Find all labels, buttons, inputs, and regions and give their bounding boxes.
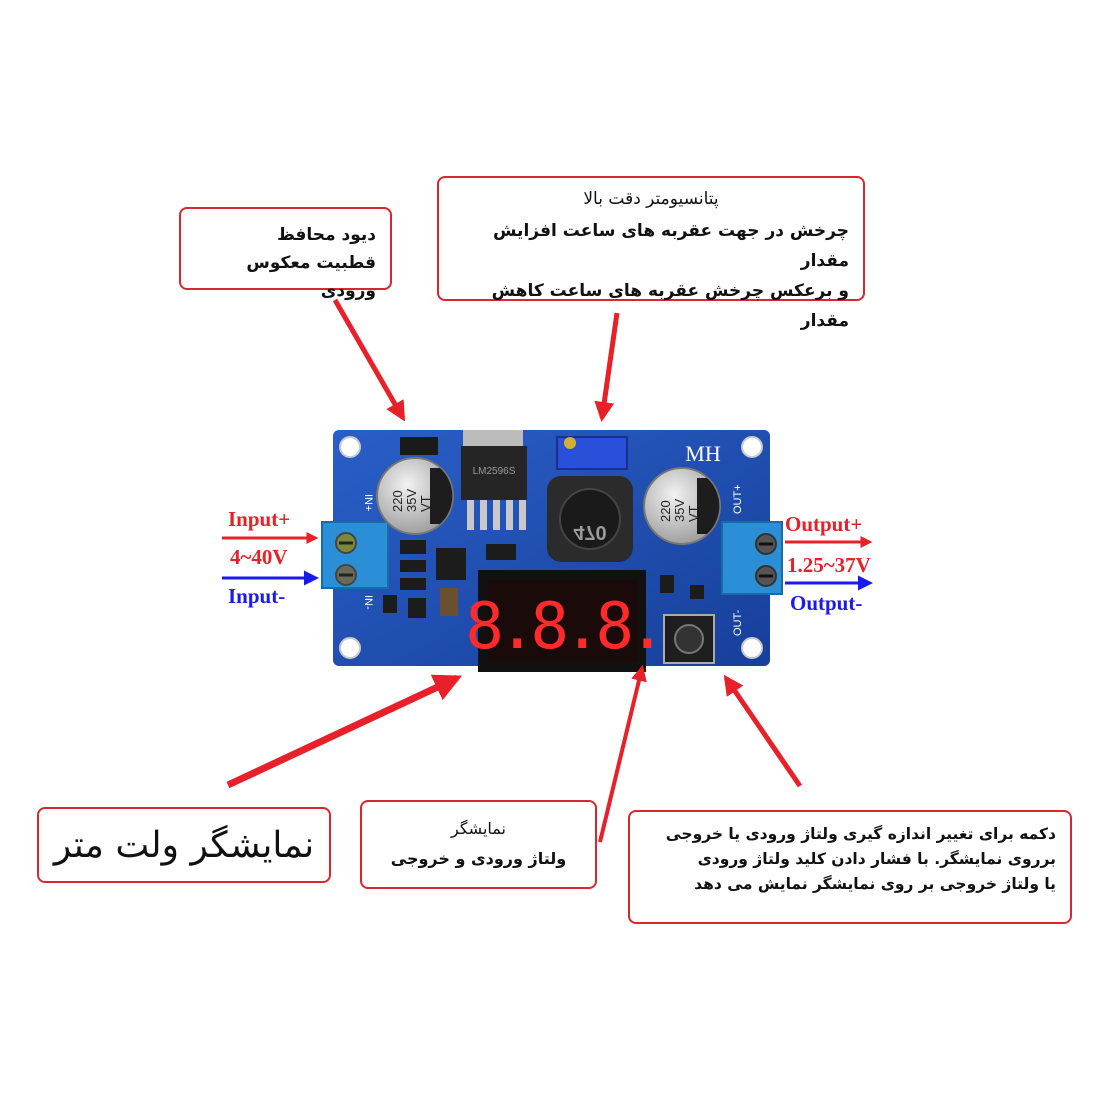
board-label-in-minus: IN- [362,595,374,610]
input-minus-label: Input- [228,584,286,608]
callout-display-title: نمایشگر [451,819,506,838]
callout-voltmeter: نمایشگر ولت متر [37,807,331,883]
input-range-label: 4~40V [230,545,288,569]
board-label-out-minus: OUT- [732,609,744,636]
input-plus-label: Input+ [228,507,291,531]
callout-diode-line2: قطبیت معکوس ورودی [246,253,376,301]
cap-left-text-1: 220 [390,490,405,512]
protection-diode [400,437,438,455]
cap-right-text-3: VT [686,505,701,522]
callout-button-line2: برروی نمایشگر. با فشار دادن کلید ولتاژ و… [697,850,1056,868]
callout-display: نمایشگر ولتاژ ورودی و خروجی [360,800,597,889]
cap-left-text-3: VT [418,495,433,512]
regulator-chip [461,430,527,530]
capacitor-left [376,457,454,535]
output-minus-label: Output- [790,591,863,615]
smd-components [383,540,704,618]
callout-button-line1: دکمه برای تغییر اندازه گیری ولتاژ ورودی … [665,825,1056,843]
callout-button-line3: یا ولتاژ خروجی بر روی نمایشگر نمایش می د… [694,875,1056,893]
callout-potentiometer: پتانسیومتر دقت بالا چرخش در جهت عقربه ها… [437,176,865,331]
input-terminal-block [321,521,389,589]
potentiometer [556,436,628,470]
inductor-label: 470 [573,521,606,543]
cap-left-label: 220 35V VT [390,489,433,512]
chip-label: LM2596S [473,466,516,477]
output-terminal-block [721,521,783,595]
output-range-label: 1.25~37V [787,553,871,577]
mounting-holes [339,436,763,659]
callout-arrows [226,298,803,843]
callout-diode-line1: دیود محافظ [277,225,376,245]
cap-left-text-2: 35V [404,489,419,512]
board-brand: MH [685,441,721,466]
callout-pot-line1: چرخش در جهت عقربه های ساعت افزایش مقدار [493,221,849,271]
callout-pot-title: پتانسیومتر دقت بالا [583,189,719,209]
cap-right-text-2: 35V [672,499,687,522]
push-button [663,614,715,664]
callout-pot-line2: و برعکس چرخش عقربه های ساعت کاهش مقدار [491,281,849,331]
io-arrows [222,532,873,591]
callout-protection-diode: دیود محافظ قطبیت معکوس ورودی [179,207,392,301]
callout-display-line1: ولتاژ ورودی و خروجی [390,849,567,868]
led-display [478,570,646,672]
callout-button: دکمه برای تغییر اندازه گیری ولتاژ ورودی … [628,810,1072,924]
led-digits: 8.8.8. [465,590,660,664]
inductor [547,476,633,562]
callout-voltmeter-label: نمایشگر ولت متر [53,824,315,866]
cap-right-text-1: 220 [658,500,673,522]
board-label-out-plus: OUT+ [732,484,744,514]
output-plus-label: Output+ [785,512,863,536]
cap-right-label: 220 35V VT [658,499,701,522]
capacitor-right [643,467,721,545]
board-label-in-plus: IN+ [362,494,374,511]
